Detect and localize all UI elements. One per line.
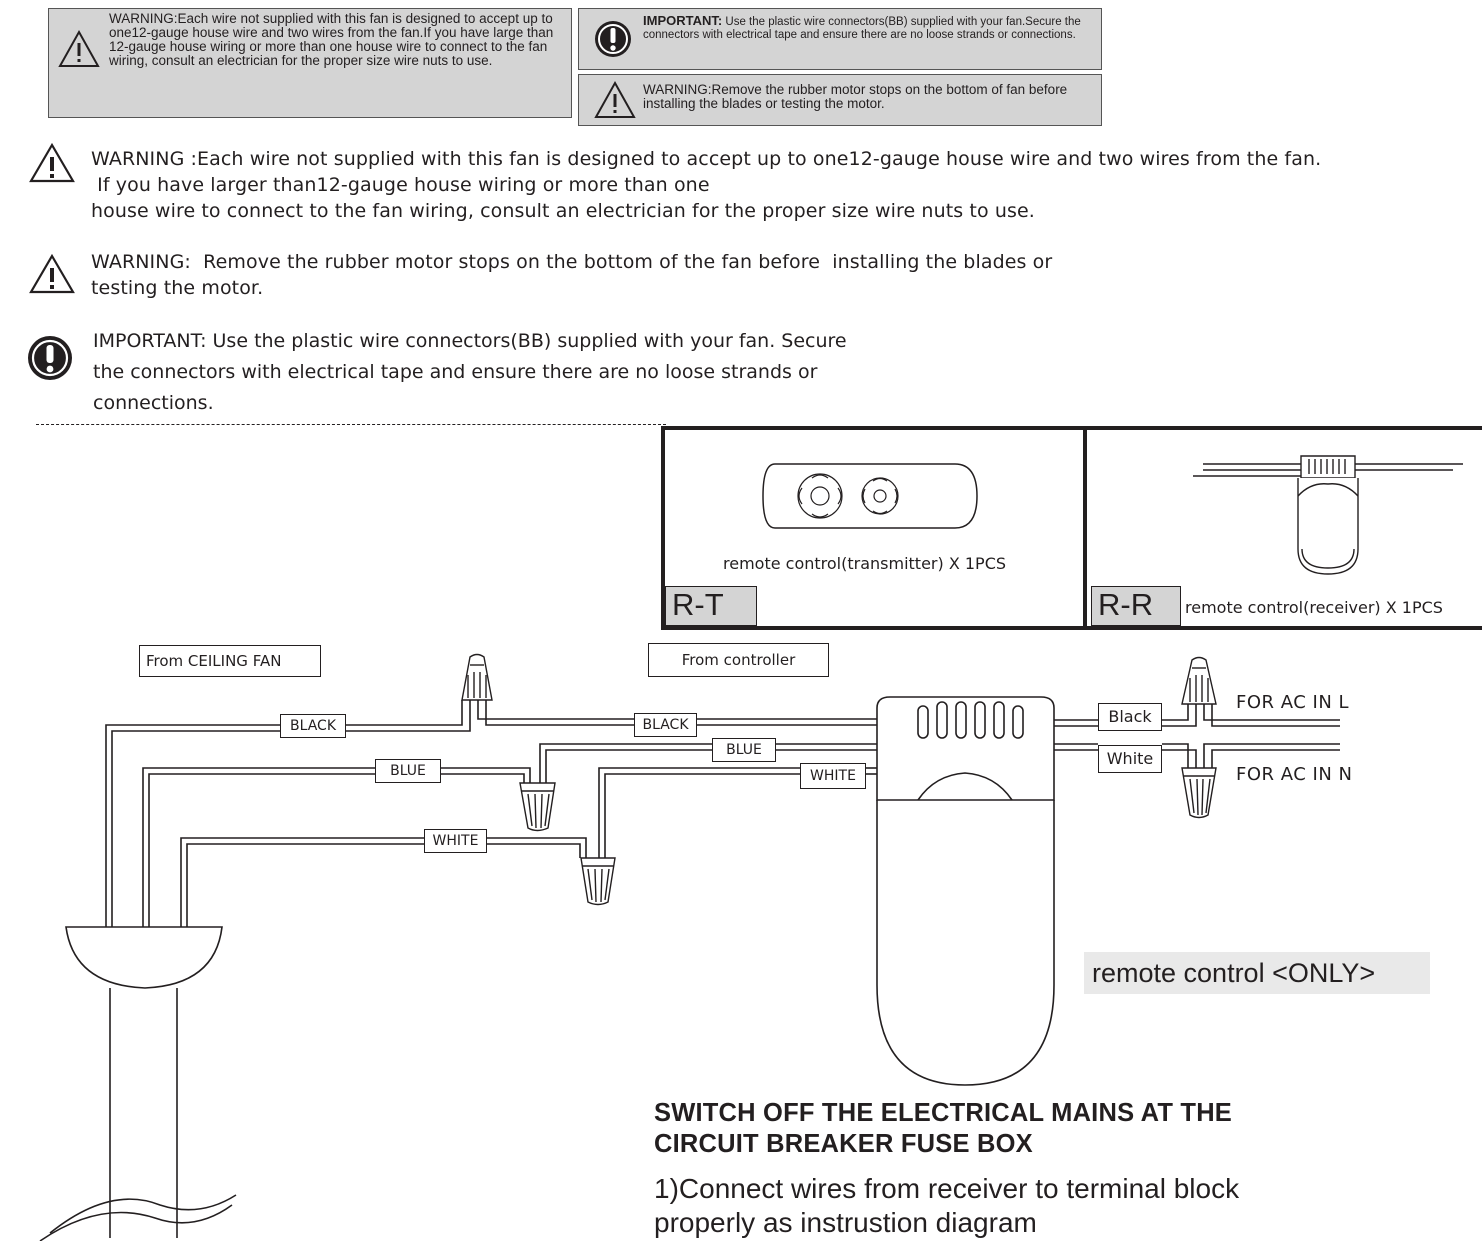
wire-label-white-fan: WHITE [424, 829, 487, 853]
warning-triangle-icon [29, 253, 75, 294]
ctrl-black-wire [477, 700, 634, 720]
wire-label-blue-fan: BLUE [375, 759, 441, 783]
wire-nut-white [580, 857, 616, 906]
instructions-step-1: 1)Connect wires from receiver to termina… [654, 1173, 1240, 1238]
important-exclamation-icon [595, 21, 631, 57]
wire-label-black-ac: Black [1098, 703, 1162, 731]
wire-nut-blue [519, 782, 556, 832]
ctrl-white-wire [598, 767, 800, 858]
fan-blue-wire [142, 767, 375, 930]
receiver-illustration [1193, 455, 1463, 575]
warning-wire-note: WARNING :Each wire not supplied with thi… [91, 148, 1322, 222]
ac-in-n-label: FOR AC IN N [1236, 764, 1353, 785]
remote-transmitter-illustration [762, 463, 978, 529]
warning-stops-note: WARNING: Remove the rubber motor stops o… [91, 251, 1053, 299]
receiver-module [876, 696, 1055, 1086]
receiver-caption: remote control(receiver) X 1PCS [1185, 598, 1443, 617]
top-warning-stops-text: WARNING:Remove the rubber motor stops on… [643, 82, 1068, 111]
receiver-panel: R-R remote control(receiver) X 1PCS [1083, 426, 1482, 630]
warning-triangle-icon [58, 29, 100, 67]
wire-label-white-ctrl: WHITE [800, 763, 866, 789]
warning-triangle-icon [29, 142, 75, 183]
top-warning-wire-box: WARNING:Each wire not supplied with this… [48, 8, 572, 118]
wire-label-black-ctrl: BLACK [634, 713, 697, 737]
fan-white-wire [180, 837, 424, 930]
wire-label-white-ac: White [1098, 745, 1162, 773]
from-ceiling-fan-label: From CEILING FAN [139, 645, 321, 677]
top-important-text: IMPORTANT: Use the plastic wire connecto… [643, 13, 1093, 41]
transmitter-panel: remote control(transmitter) X 1PCS R-T [661, 426, 1087, 630]
wire-nut-top [461, 653, 493, 701]
instructions-heading: SWITCH OFF THE ELECTRICAL MAINS AT THE C… [654, 1099, 1233, 1158]
top-important-body: Use the plastic wire connectors(BB) supp… [643, 16, 1081, 41]
important-exclamation-icon [28, 336, 72, 380]
transmitter-caption: remote control(transmitter) X 1PCS [723, 554, 1007, 573]
wire-nut-ac-l [1181, 656, 1217, 705]
receiver-code: R-R [1091, 586, 1181, 626]
top-important-prefix: IMPORTANT: [643, 13, 723, 28]
remote-only-label: remote control <ONLY> [1084, 952, 1430, 994]
warning-triangle-icon [594, 80, 636, 118]
from-controller-label: From controller [648, 643, 829, 677]
ac-in-l-label: FOR AC IN L [1236, 692, 1350, 713]
fan-black-wire [105, 724, 280, 930]
ceiling-fan-canopy [39, 926, 237, 1241]
ctrl-blue-wire [539, 743, 712, 783]
wire-label-blue-ctrl: BLUE [712, 738, 776, 762]
top-warning-stops-box: WARNING:Remove the rubber motor stops on… [578, 74, 1102, 126]
section-divider [36, 424, 666, 425]
top-important-box: IMPORTANT: Use the plastic wire connecto… [578, 8, 1102, 70]
top-warning-wire-text: WARNING:Each wire not supplied with this… [109, 11, 554, 68]
transmitter-code: R-T [665, 586, 757, 626]
wire-label-black-fan: BLACK [280, 714, 346, 738]
wire-nut-ac-n [1181, 767, 1217, 819]
important-note: IMPORTANT: Use the plastic wire connecto… [93, 330, 847, 414]
